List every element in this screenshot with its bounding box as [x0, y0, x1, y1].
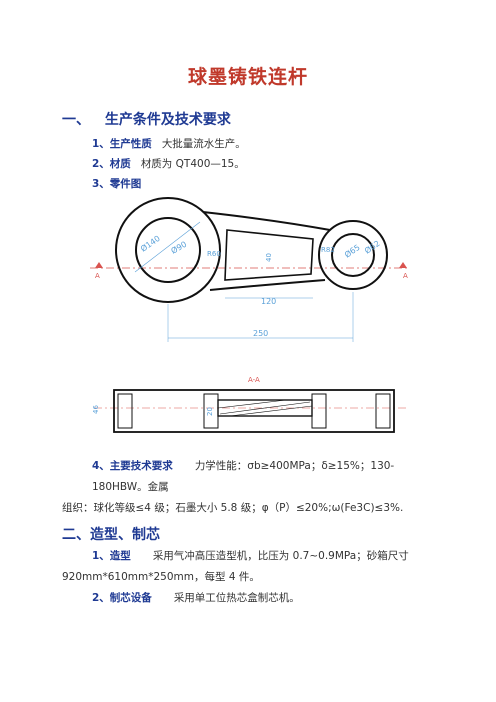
- dim-250: 250: [253, 329, 268, 338]
- section-1-title: 生产条件及技术要求: [104, 112, 231, 128]
- molding-label: 1、造型: [92, 550, 131, 562]
- tech-requirements: 4、主要技术要求力学性能：σb≥400MPa；δ≥15%；130-180HBW。…: [62, 456, 432, 519]
- item-material-text: 材质为 QT400—15。: [140, 158, 245, 170]
- core-making-label: 2、制芯设备: [92, 592, 152, 604]
- section-arrow-left: [95, 262, 103, 268]
- dim-line-d140: [134, 221, 201, 273]
- section-outline: [113, 389, 395, 433]
- part-drawing-section-view: A-A 46 20: [92, 376, 406, 433]
- dim-r82: R82: [321, 246, 335, 254]
- item-production: 1、生产性质大批量流水生产。: [92, 136, 246, 151]
- arm-top-edge: [202, 211, 331, 231]
- section-hatch-1: [219, 401, 311, 415]
- dim-120: 120: [261, 297, 276, 306]
- molding-line-1: 1、造型 采用气冲高压造型机，比压为 0.7~0.9MPa；砂箱尺寸: [62, 546, 432, 567]
- core-making-text: 采用单工位热芯盒制芯机。: [173, 592, 300, 604]
- molding-item: 1、造型 采用气冲高压造型机，比压为 0.7~0.9MPa；砂箱尺寸 920mm*…: [62, 546, 432, 588]
- arm-bottom-edge: [209, 279, 326, 291]
- section-small-boss-right: [375, 393, 391, 429]
- molding-text-2: 920mm*610mm*250mm，每型 4 件。: [62, 571, 260, 583]
- page-title: 球墨铸铁连杆: [187, 66, 308, 88]
- part-drawing-plan-view: A A Ø140 Ø90 R60 R82 Ø65 Ø62 40 120 250: [90, 197, 410, 342]
- item-production-text: 大批量流水生产。: [161, 138, 246, 150]
- item-material: 2、材质材质为 QT400—15。: [92, 156, 245, 171]
- tech-requirements-label: 4、主要技术要求: [92, 460, 173, 472]
- big-end-bore: [135, 217, 201, 283]
- item-material-label: 2、材质: [92, 158, 131, 170]
- small-end-outer: [318, 220, 388, 290]
- big-end-outer: [115, 197, 221, 303]
- tech-requirements-text-2: 组织：球化等级≤4 级；石墨大小 5.8 级；φ（P）≤20%;ω(Fe3C)≤…: [62, 502, 404, 514]
- item-drawing-label: 3、零件图: [92, 178, 142, 190]
- arm-web-pocket: [224, 229, 314, 281]
- dim-d65: Ø65: [342, 242, 361, 260]
- section-1-heading: 一、 生产条件及技术要求: [62, 109, 231, 129]
- section-mark-left: A: [95, 272, 100, 280]
- small-end-bore: [331, 233, 375, 277]
- item-drawing: 3、零件图: [92, 176, 141, 191]
- section-hatch-3: [217, 399, 287, 409]
- dim-d90: Ø90: [169, 239, 188, 256]
- section-big-boss-left: [117, 393, 133, 429]
- dim-46: 46: [92, 405, 100, 414]
- section-arrow-right: [399, 262, 407, 268]
- item-production-label: 1、生产性质: [92, 138, 152, 150]
- core-making-item: 2、制芯设备 采用单工位热芯盒制芯机。: [92, 588, 300, 609]
- section-title: A-A: [248, 376, 260, 384]
- dim-d140: Ø140: [138, 233, 161, 254]
- section-2-heading: 二、造型、制芯: [62, 527, 160, 543]
- dim-d62: Ø62: [362, 238, 381, 256]
- tech-requirements-text-1: 力学性能：σb≥400MPa；δ≥15%；130-180HBW。金属: [92, 460, 395, 493]
- section-mark-right: A: [403, 272, 408, 280]
- dim-40: 40: [265, 253, 273, 262]
- molding-text-1: 采用气冲高压造型机，比压为 0.7~0.9MPa；砂箱尺寸: [152, 550, 409, 562]
- dim-20: 20: [206, 407, 214, 416]
- tech-requirements-line-1: 4、主要技术要求力学性能：σb≥400MPa；δ≥15%；130-180HBW。…: [62, 456, 432, 498]
- section-hatch-2: [229, 405, 313, 417]
- section-1-number: 一、: [62, 112, 90, 128]
- section-small-boss-left: [311, 393, 327, 429]
- dim-r60: R60: [207, 250, 221, 258]
